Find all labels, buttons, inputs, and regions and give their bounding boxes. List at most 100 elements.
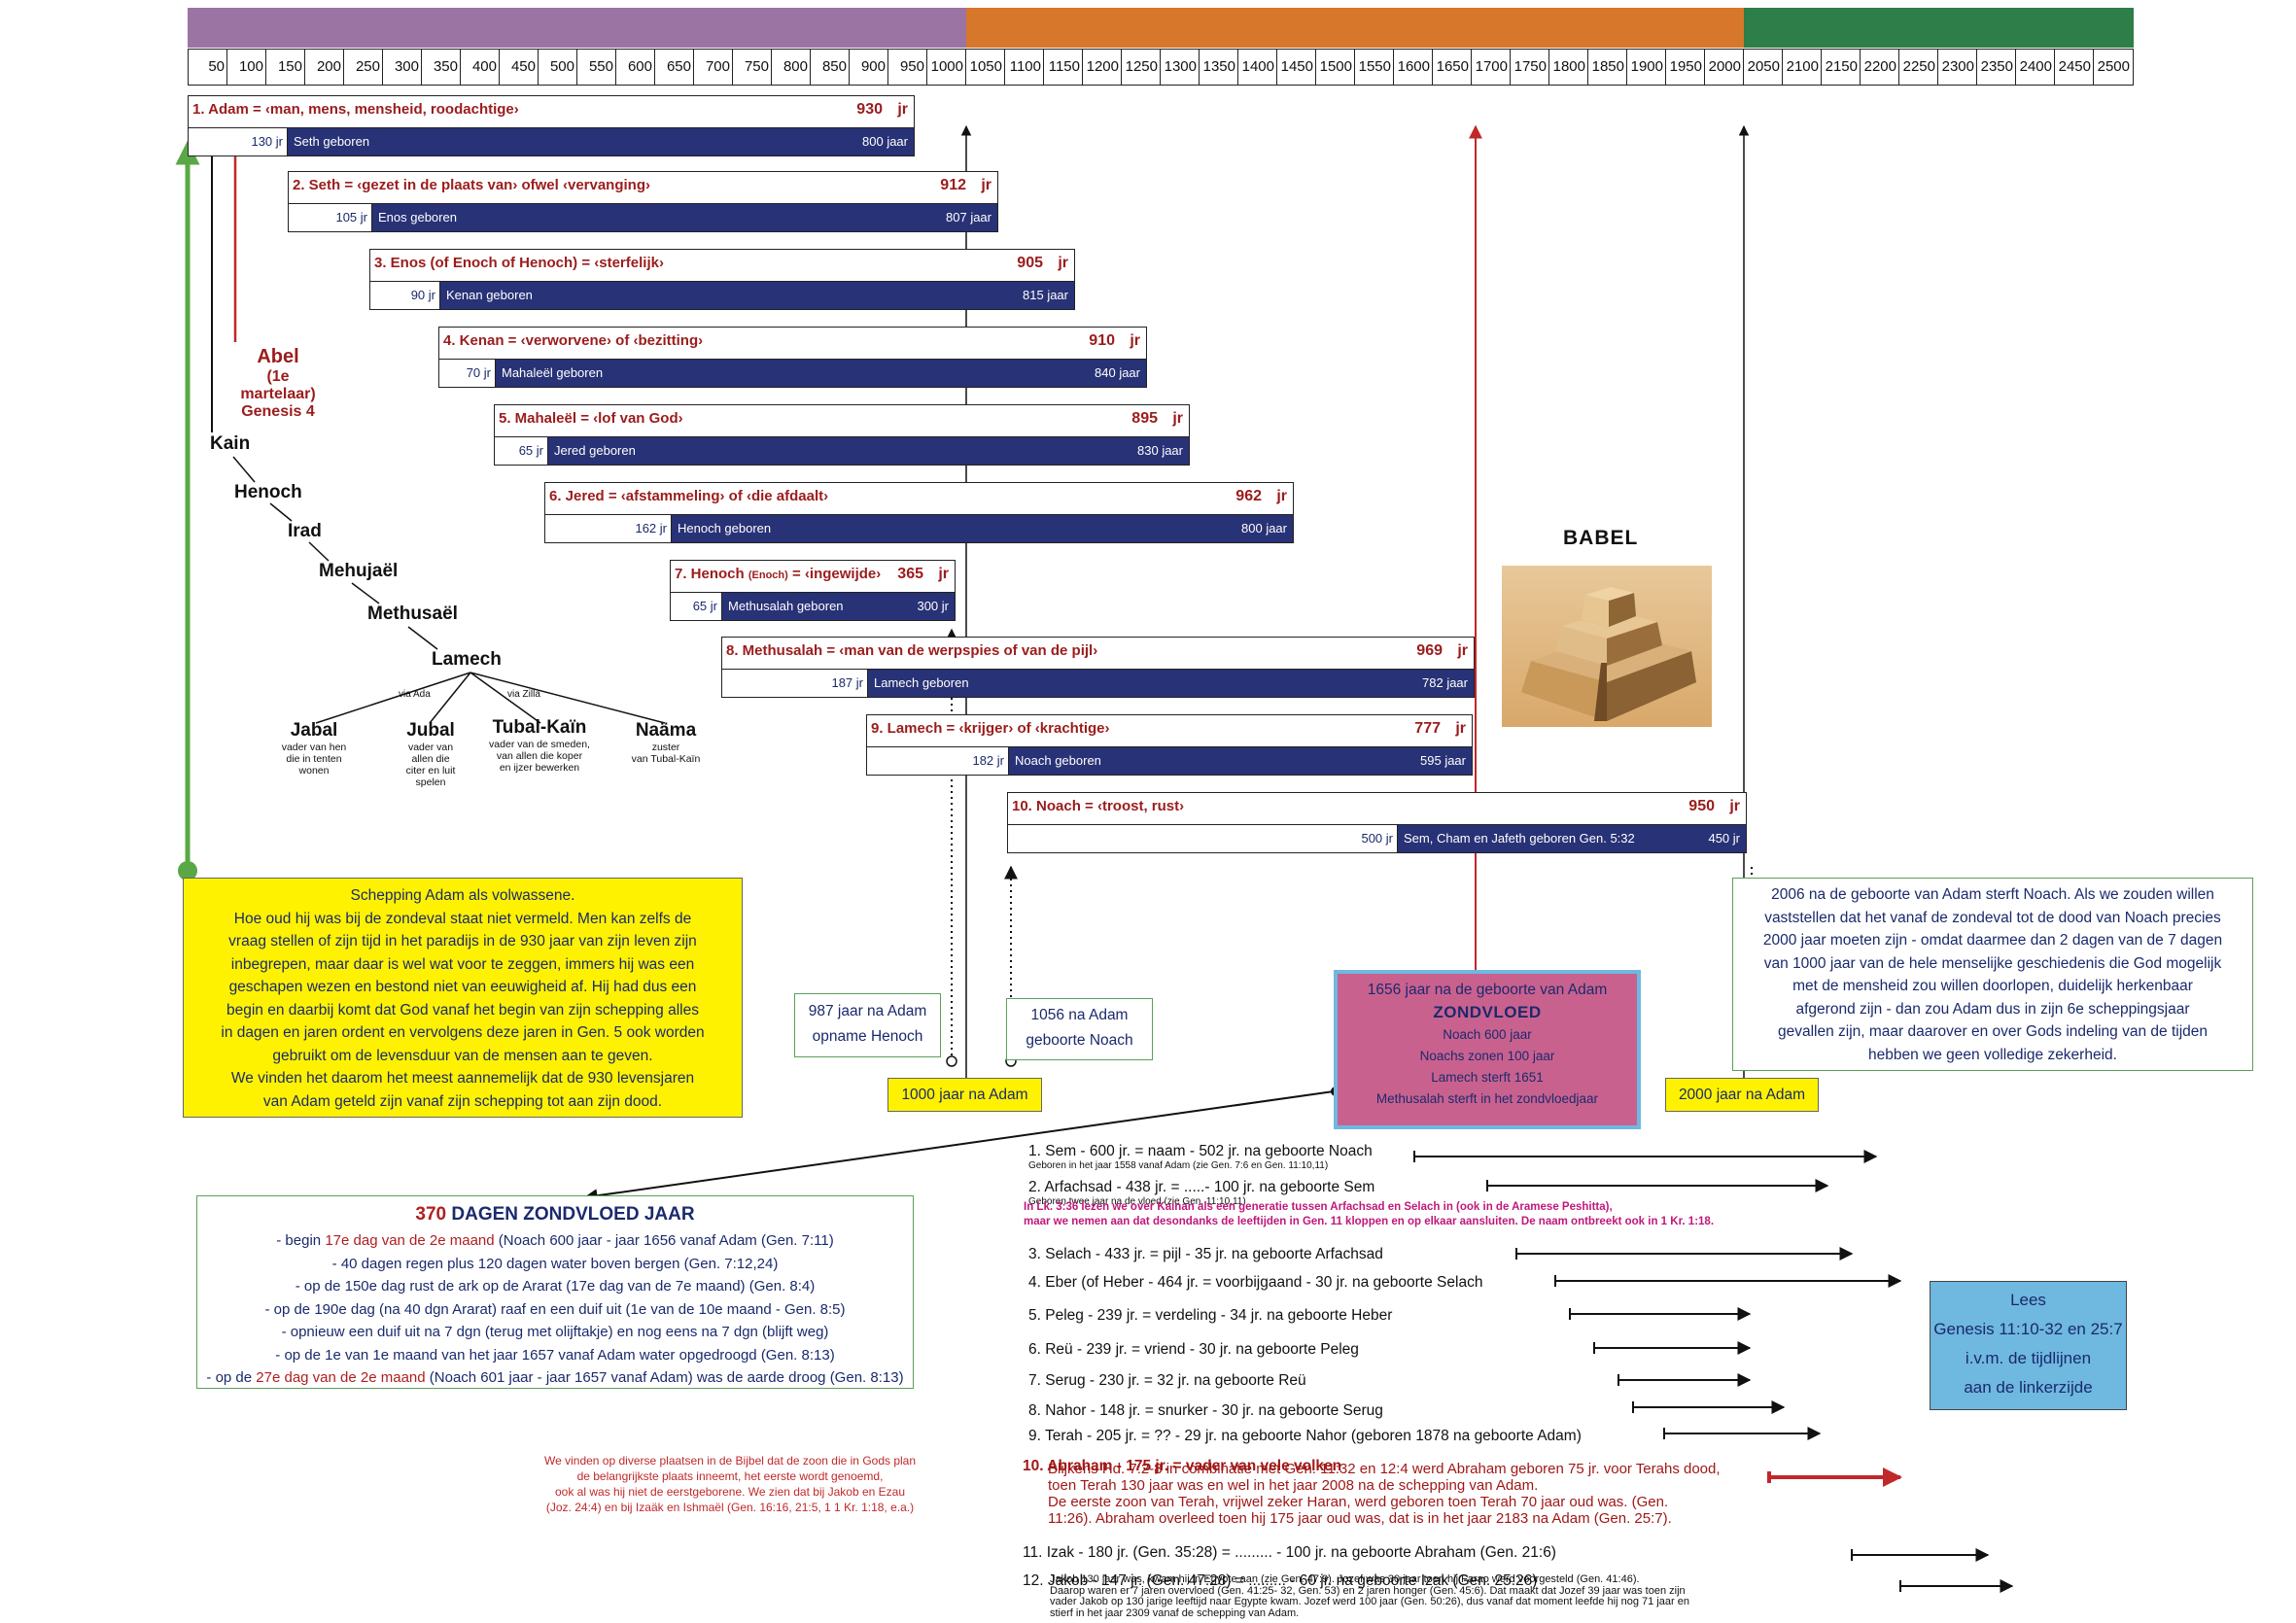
post-flood-item: 10. Abraham - 175 jr. = vader van vele v…: [1023, 1458, 1341, 1475]
generation-name: 6. Jered = ‹afstammeling› of ‹die afdaal…: [549, 488, 829, 504]
generation-age: 912: [940, 177, 966, 193]
son-born-label: Seth geboren: [294, 134, 370, 149]
year-tick: 1350: [1199, 49, 1237, 86]
remaining-years: 807 jaar: [946, 210, 991, 224]
year-tick-label: 1200: [1086, 58, 1119, 75]
years-before-son: 70 jr: [439, 360, 496, 387]
year-tick-label: 600: [627, 58, 652, 75]
year-tick-label: 1300: [1164, 58, 1197, 75]
child-name: Naäma: [635, 720, 697, 741]
kn-line: maar we nemen aan dat desondanks de leef…: [1024, 1216, 1715, 1227]
child-desc: spelen: [415, 777, 446, 788]
year-tick: 1250: [1121, 49, 1160, 86]
year-tick-label: 500: [549, 58, 574, 75]
noach-box-line1: 1056 na Adam: [1030, 1007, 1129, 1023]
remaining-years: 840 jaar: [1095, 365, 1140, 380]
nd-line: met de mensheid zou willen doorlopen, du…: [1792, 978, 2193, 994]
year-tick-label: 1950: [1669, 58, 1702, 75]
post-flood-item: 2. Arfachsad - 438 jr. = .....- 100 jr. …: [1028, 1179, 1374, 1207]
flood-line-a: - op de 1e van 1e maand van het jaar 165…: [275, 1346, 835, 1364]
year-tick-label: 1600: [1397, 58, 1430, 75]
flood-line-a: - op de 150e dag rust de ark op de Arara…: [295, 1278, 816, 1295]
year-tick-label: 1450: [1280, 58, 1313, 75]
generation-age-unit: jr: [1130, 332, 1140, 349]
flood-year-line: - op de 150e dag rust de ark op de Arara…: [197, 1275, 913, 1298]
post-flood-text: 1. Sem - 600 jr. = naam - 502 jr. na geb…: [1028, 1143, 1373, 1159]
year-tick: 1200: [1082, 49, 1121, 86]
son-born-label: Enos geboren: [378, 210, 457, 224]
year-tick: 400: [460, 49, 499, 86]
year-tick-label: 2250: [1902, 58, 1935, 75]
generation-title: 9. Lamech = ‹krijger› of ‹krachtige›: [871, 720, 1110, 737]
year-tick-label: 950: [899, 58, 924, 75]
post-flood-item: 4. Eber (of Heber - 464 jr. = voorbijgaa…: [1028, 1274, 1482, 1292]
ab-line: Blijkens Hd. 7:2-8 in combinatie met Gen…: [1048, 1461, 1721, 1477]
year-tick: 250: [343, 49, 382, 86]
year-tick-label: 800: [783, 58, 808, 75]
year-tick: 300: [382, 49, 421, 86]
generation-age: 910: [1089, 332, 1115, 349]
remaining-years: 815 jaar: [1023, 288, 1068, 302]
generation-title: 5. Mahaleël = ‹lof van God›: [499, 410, 683, 427]
year-tick: 900: [849, 49, 887, 86]
abel-ref: Genesis 4: [241, 403, 315, 420]
year-tick-label: 2100: [1786, 58, 1819, 75]
child-name: Jabal: [290, 720, 338, 741]
year-tick-label: 200: [316, 58, 341, 75]
flood-line-b: (Noach 601 jaar - jaar 1657 vanaf Adam) …: [425, 1369, 904, 1386]
flood-year-line: - 40 dagen regen plus 120 dagen water bo…: [197, 1253, 913, 1276]
era-band: [966, 8, 1744, 48]
year-tick-label: 300: [394, 58, 419, 75]
flood-box-title: ZONDVLOED: [1433, 1003, 1542, 1021]
lamech-kain-name: Lamech: [432, 649, 502, 670]
via-zilla: via Zilla: [507, 689, 540, 700]
remaining-years: 800 jaar: [862, 134, 908, 149]
post-flood-item: 9. Terah - 205 jr. = ?? - 29 jr. na gebo…: [1028, 1428, 1582, 1445]
year-tick: 800: [771, 49, 810, 86]
year-tick-label: 2400: [2019, 58, 2052, 75]
adam-line: Schepping Adam als volwassene.: [350, 887, 575, 904]
child-desc: allen die: [411, 753, 450, 765]
year-tick-label: 750: [744, 58, 769, 75]
noach-birth-box: 1056 na Adam geboorte Noach: [1006, 998, 1153, 1060]
year-tick: 550: [576, 49, 615, 86]
firstborn-note: We vinden op diverse plaatsen in de Bijb…: [513, 1453, 947, 1515]
abraham-note: Blijkens Hd. 7:2-8 in combinatie met Gen…: [1048, 1461, 1721, 1527]
post-flood-item: 6. Reü - 239 jr. = vriend - 30 jr. na ge…: [1028, 1341, 1359, 1359]
jakob-note: Jakob 130 jaar was, kwam hij in Egypte a…: [1050, 1573, 1689, 1619]
year-tick: 950: [887, 49, 926, 86]
flood-line-a: - begin: [276, 1232, 326, 1249]
generation-age: 950: [1688, 798, 1715, 814]
year-tick-label: 2200: [1863, 58, 1896, 75]
flood-box-line5: Lamech sterft 1651: [1431, 1070, 1544, 1085]
year-tick-label: 50: [208, 58, 225, 75]
year-tick-label: 1000: [930, 58, 963, 75]
year-tick-label: 250: [355, 58, 380, 75]
generation-age-unit: jr: [1276, 488, 1287, 504]
flood-year-line: - op de 1e van 1e maand van het jaar 165…: [197, 1344, 913, 1367]
year-tick: 1900: [1626, 49, 1665, 86]
years-before-son: 65 jr: [671, 593, 722, 620]
adam-line: van Adam geteld zijn vanaf zijn scheppin…: [262, 1092, 663, 1110]
generation-age: 930: [856, 101, 883, 118]
child-desc: vader van: [407, 742, 454, 753]
generation-age-unit: jr: [1172, 410, 1183, 427]
remaining-years: 800 jaar: [1241, 521, 1287, 535]
post-flood-text: 6. Reü - 239 jr. = vriend - 30 jr. na ge…: [1028, 1341, 1359, 1358]
adam-line: Hoe oud hij was bij de zondeval staat ni…: [233, 910, 692, 927]
year-tick-label: 700: [705, 58, 730, 75]
fb-line: de belangrijkste plaats inneemt, het eer…: [576, 1469, 884, 1483]
remaining-years-bar: Enos geboren 807 jaar: [372, 204, 997, 231]
remaining-years: 450 jr: [1708, 831, 1740, 846]
post-flood-text: 12. Jakob - 147 jr. (Gen. 47:28) = .....…: [1023, 1572, 1538, 1589]
year-tick-label: 1250: [1125, 58, 1158, 75]
year-tick-label: 850: [821, 58, 847, 75]
year-tick: 2400: [2015, 49, 2054, 86]
